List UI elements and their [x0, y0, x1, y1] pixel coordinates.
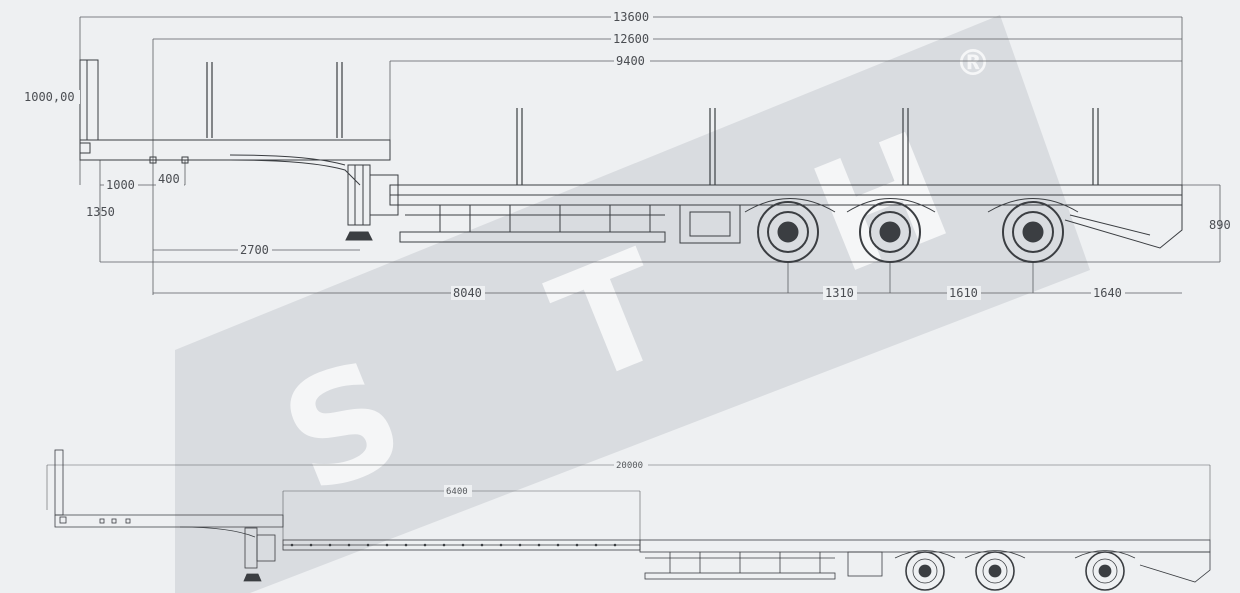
dim-overall-length: 13600 — [613, 10, 649, 24]
dim-deck-height: 890 — [1209, 218, 1231, 232]
top-view: 13600 12600 9400 1000,00 1000 400 1350 2… — [22, 10, 1231, 300]
extension-hole — [613, 543, 617, 547]
landing-gear — [345, 164, 399, 241]
extension-hole — [442, 543, 446, 547]
wheel — [757, 201, 819, 263]
bottom-view: 20000 6400 — [46, 449, 1211, 591]
dim-deck-length: 12600 — [613, 32, 649, 46]
extension-hole — [404, 543, 408, 547]
gooseneck — [79, 59, 391, 186]
extension-hole — [328, 543, 332, 547]
axle-group — [744, 198, 1079, 263]
dim-neck-offset: 400 — [158, 172, 180, 186]
dim-axle-spacing-2: 1310 — [825, 286, 854, 300]
top-dimension-labels: 13600 12600 9400 1000,00 1000 400 1350 2… — [22, 10, 1231, 300]
extension-hole — [309, 543, 313, 547]
wheel — [1002, 201, 1064, 263]
wheel — [859, 201, 921, 263]
extension-hole — [499, 543, 503, 547]
wheel — [975, 551, 1015, 591]
dim-neck-height: 1350 — [86, 205, 115, 219]
dim-landing-gear-position: 2700 — [240, 243, 269, 257]
extension-hole — [575, 543, 579, 547]
extended-landing-gear — [243, 527, 276, 582]
wheel — [1085, 551, 1125, 591]
dim-rear-overhang: 1640 — [1093, 286, 1122, 300]
dim-stake-height: 1000,00 — [24, 90, 75, 104]
bottom-dimension-labels: 20000 6400 — [444, 459, 648, 497]
extension-hole — [480, 543, 484, 547]
watermark-band — [175, 15, 1090, 593]
extension-hole — [385, 543, 389, 547]
dim-axle-spacing-1: 8040 — [453, 286, 482, 300]
dim-extended-length: 20000 — [616, 461, 643, 471]
extension-hole — [461, 543, 465, 547]
dim-kingpin-setback: 1000 — [106, 178, 135, 192]
watermark: S T H ® — [175, 15, 1090, 593]
lower-deck — [389, 184, 1183, 249]
dim-extension-length: 6400 — [446, 487, 468, 497]
extension-hole — [290, 543, 294, 547]
dim-lower-deck-length: 9400 — [616, 54, 645, 68]
wheel — [905, 551, 945, 591]
top-dimension-lines — [79, 16, 1221, 295]
extended-axle-group — [894, 550, 1136, 591]
dim-axle-spacing-3: 1610 — [949, 286, 978, 300]
extension-hole — [594, 543, 598, 547]
extension-hole — [537, 543, 541, 547]
extended-gooseneck — [54, 449, 284, 538]
extension-holes — [290, 543, 617, 547]
watermark-registered-mark: ® — [955, 43, 991, 84]
stakes — [206, 62, 1099, 185]
extension-hole — [556, 543, 560, 547]
extension-hole — [423, 543, 427, 547]
extension-hole — [366, 543, 370, 547]
extension-hole — [518, 543, 522, 547]
extension-hole — [347, 543, 351, 547]
